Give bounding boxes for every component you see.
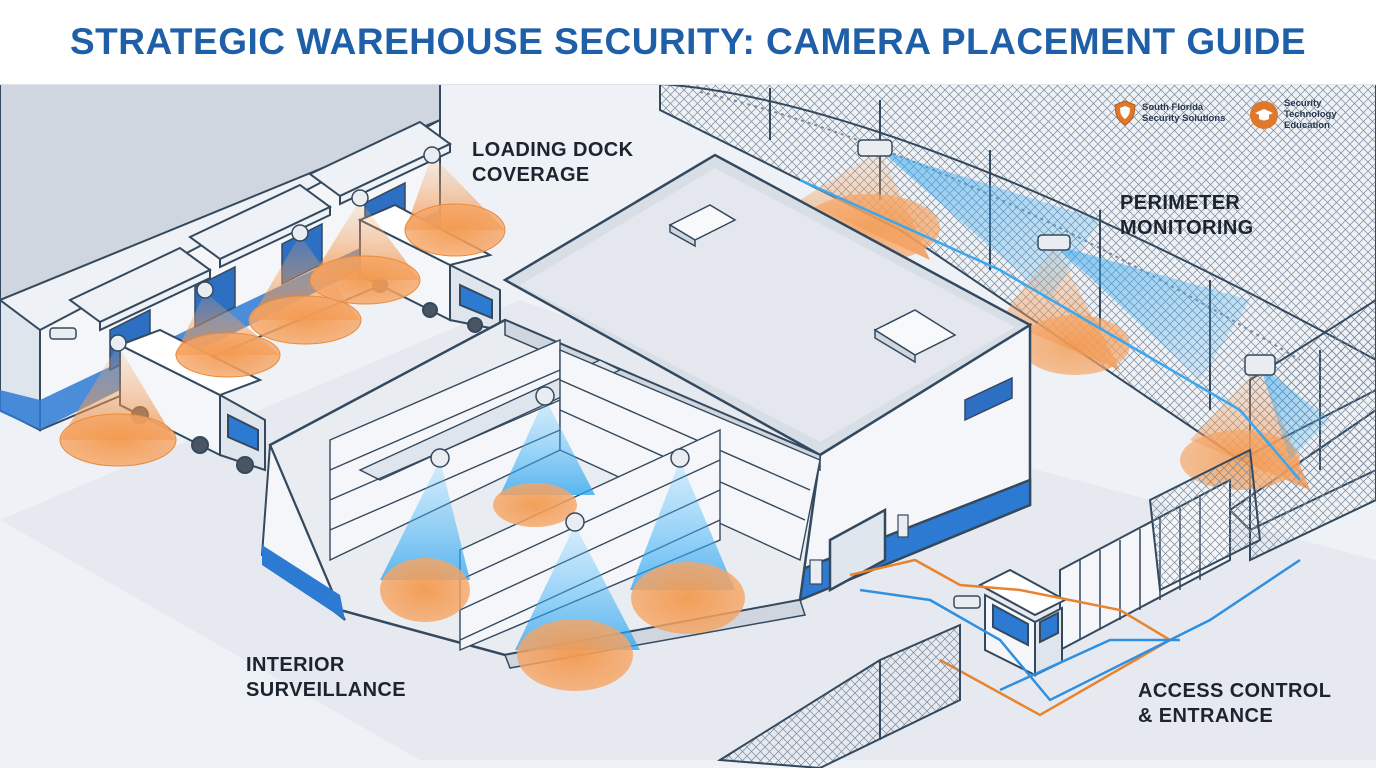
shield-icon xyxy=(1114,100,1136,126)
label-loading-dock: LOADING DOCK COVERAGE xyxy=(472,139,634,186)
truck-1 xyxy=(117,328,266,474)
graduation-cap-icon xyxy=(1250,100,1278,129)
interior-coverage xyxy=(380,398,745,691)
brand-south-florida: South Florida Security Solutions xyxy=(1113,100,1225,126)
label-interior: INTERIOR SURVEILLANCE xyxy=(246,654,407,701)
brand-security-tech-education: Security Technology Education xyxy=(1249,98,1337,131)
dock-canopies xyxy=(68,120,452,332)
main-building-walls xyxy=(798,322,1032,602)
wall-camera-dock xyxy=(49,327,77,340)
label-access: ACCESS CONTROL & ENTRANCE xyxy=(1138,680,1332,727)
dock-dome-cameras xyxy=(109,146,441,352)
title-bar: STRATEGIC WAREHOUSE SECURITY: CAMERA PLA… xyxy=(0,0,1376,85)
access-camera xyxy=(953,595,981,609)
perimeter-cameras xyxy=(857,139,1276,376)
dock-coverage-cones xyxy=(59,155,506,467)
access-routes xyxy=(849,558,1301,717)
interior-dome-cameras xyxy=(430,386,690,532)
storage-racks xyxy=(329,338,821,652)
front-fence xyxy=(716,623,961,768)
page-title: STRATEGIC WAREHOUSE SECURITY: CAMERA PLA… xyxy=(69,21,1307,62)
label-perimeter: PERIMETER MONITORING xyxy=(1120,192,1254,239)
